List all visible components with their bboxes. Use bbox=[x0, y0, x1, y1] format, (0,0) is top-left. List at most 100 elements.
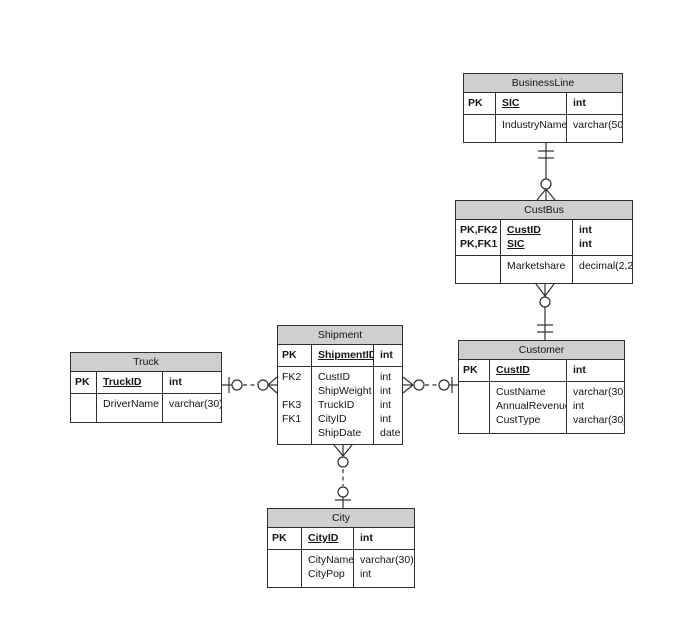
key-flag-cell bbox=[459, 382, 489, 433]
key-flag bbox=[463, 413, 487, 427]
key-flag-cell bbox=[456, 256, 500, 283]
key-flag-cell: PK bbox=[464, 93, 495, 114]
key-flag: PK,FK1 bbox=[460, 238, 498, 250]
attribute-type-cell: int int int int date bbox=[373, 367, 402, 444]
key-flag bbox=[468, 118, 493, 132]
attribute-name-cell: Marketshare bbox=[500, 256, 572, 283]
column-name: CustID bbox=[318, 371, 351, 383]
key-column-name: CustID bbox=[496, 364, 530, 376]
entity-table-title: Truck bbox=[71, 353, 221, 372]
column-name: DriverName bbox=[103, 398, 160, 410]
column-name: IndustryName bbox=[502, 119, 566, 131]
column-name: CityID bbox=[318, 413, 347, 425]
column-name: CustType bbox=[496, 414, 541, 426]
entity-table-truck[interactable]: Truck PK TruckID int DriverName varchar(… bbox=[70, 352, 222, 423]
column-type: varchar(50) bbox=[573, 119, 622, 131]
key-flag bbox=[272, 553, 299, 567]
attribute-type-cell: varchar(30)int bbox=[353, 550, 414, 587]
relationship-shipment-customer[interactable] bbox=[402, 376, 458, 394]
attributes-section: IndustryName varchar(50) bbox=[464, 115, 622, 142]
key-flag-cell: PK bbox=[459, 360, 489, 381]
column-type: int bbox=[380, 385, 392, 397]
column-type: int bbox=[579, 238, 592, 250]
key-flag-cell bbox=[268, 550, 301, 587]
relationship-custbus-customer[interactable] bbox=[535, 283, 555, 340]
key-column-name: ShipmentID bbox=[318, 349, 373, 361]
attributes-section: DriverName varchar(30) bbox=[71, 394, 221, 422]
attribute-name-cell: IndustryName bbox=[495, 115, 566, 142]
key-flag bbox=[272, 567, 299, 581]
attribute-name-cell: CustID bbox=[489, 360, 566, 381]
column-name: TruckID bbox=[318, 399, 355, 411]
key-flag: FK1 bbox=[282, 413, 302, 425]
attribute-type-cell: varchar(50) bbox=[566, 115, 622, 142]
key-flag-cell bbox=[464, 115, 495, 142]
key-column-name: CustID bbox=[507, 224, 541, 236]
primary-key-section: PK CustID int bbox=[459, 360, 624, 382]
key-flag: PK bbox=[282, 349, 297, 361]
key-flag bbox=[282, 426, 309, 440]
key-flag-cell bbox=[71, 394, 96, 422]
key-column-name: TruckID bbox=[103, 376, 142, 388]
relationship-shipment-city[interactable] bbox=[333, 444, 353, 508]
key-flag: FK3 bbox=[282, 399, 302, 411]
column-type: decimal(2,2) bbox=[579, 260, 632, 272]
relationship-truck-shipment[interactable] bbox=[222, 376, 278, 394]
column-type: int bbox=[360, 568, 372, 580]
column-type: varchar(30) bbox=[169, 398, 221, 410]
key-flag-cell: PK bbox=[71, 372, 96, 393]
column-type: date bbox=[380, 427, 401, 439]
column-type: varchar(30) bbox=[573, 414, 624, 426]
key-column-name: SIC bbox=[507, 238, 525, 250]
entity-table-title: CustBus bbox=[456, 201, 632, 220]
key-flag: PK bbox=[463, 364, 478, 376]
key-flag: FK2 bbox=[282, 371, 302, 383]
column-name: Marketshare bbox=[507, 260, 566, 272]
attribute-type-cell: int bbox=[162, 372, 221, 393]
relationship-businessline-custbus[interactable] bbox=[536, 143, 556, 201]
column-type: int bbox=[573, 97, 586, 109]
key-column-name: CityID bbox=[308, 532, 339, 544]
entity-table-businessline[interactable]: BusinessLine PK SIC int IndustryName var… bbox=[463, 73, 623, 143]
column-type: int bbox=[360, 532, 373, 544]
key-flag bbox=[75, 397, 94, 411]
column-type: int bbox=[380, 413, 392, 425]
column-type: varchar(30) bbox=[573, 386, 624, 398]
primary-key-section: PK SIC int bbox=[464, 93, 622, 115]
attribute-type-cell: int bbox=[566, 93, 622, 114]
key-flag: PK bbox=[468, 97, 483, 109]
column-type: int bbox=[380, 349, 393, 361]
primary-key-section: PK ShipmentID int bbox=[278, 345, 402, 367]
key-flag: PK bbox=[75, 376, 90, 388]
column-type: int bbox=[573, 364, 586, 376]
column-name: CityName bbox=[308, 554, 353, 566]
primary-key-section: PK TruckID int bbox=[71, 372, 221, 394]
key-flag: PK bbox=[272, 532, 287, 544]
key-flag bbox=[282, 384, 309, 398]
key-flag-cell: PK bbox=[278, 345, 311, 366]
column-name: AnnualRevenue bbox=[496, 400, 566, 412]
key-flag-cell: PK bbox=[268, 528, 301, 549]
column-type: int bbox=[380, 399, 392, 411]
column-type: int bbox=[169, 376, 182, 388]
attribute-type-cell: decimal(2,2) bbox=[572, 256, 632, 283]
column-name: CustName bbox=[496, 386, 546, 398]
column-type: int bbox=[380, 371, 392, 383]
attributes-section: Marketshare decimal(2,2) bbox=[456, 256, 632, 283]
attribute-name-cell: DriverName bbox=[96, 394, 162, 422]
attribute-name-cell: TruckID bbox=[96, 372, 162, 393]
key-flag: PK,FK2 bbox=[460, 224, 498, 236]
entity-table-title: City bbox=[268, 509, 414, 528]
key-flag bbox=[463, 399, 487, 413]
